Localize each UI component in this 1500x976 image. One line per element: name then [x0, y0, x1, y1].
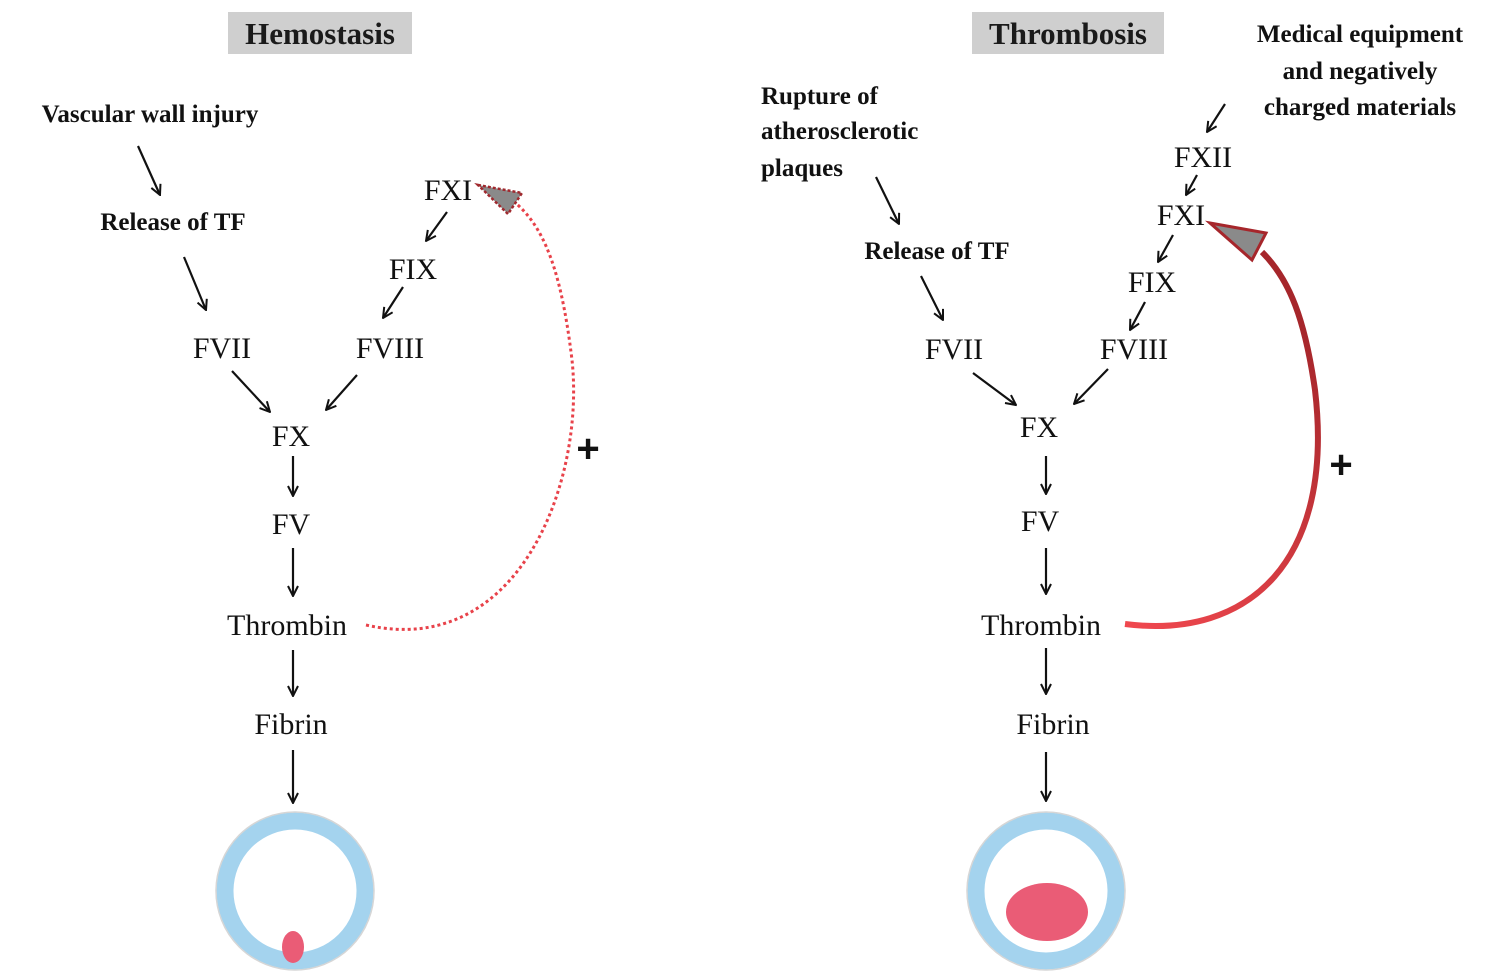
arrow-fix-to-fviii	[1130, 301, 1146, 330]
fxi-node: FXI	[424, 174, 472, 207]
arrow-fvii-to-fx	[231, 370, 270, 412]
thrombin-feedback-solid-arrow	[1124, 249, 1321, 629]
hemostasis-title: Hemostasis	[245, 16, 395, 51]
medical-equipment-label-line3: charged materials	[1264, 94, 1457, 121]
fviii-node: FVIII	[1100, 333, 1168, 366]
plaque-rupture-label-line3: plaques	[761, 155, 843, 182]
vascular-wall-injury-label: Vascular wall injury	[42, 101, 259, 128]
release-of-tf-label: Release of TF	[864, 238, 1009, 265]
hemostasis-title-background	[228, 12, 412, 54]
small-clot	[282, 931, 304, 963]
positive-feedback-plus: +	[1329, 443, 1352, 487]
thrombosis-title: Thrombosis	[989, 16, 1147, 51]
arrow-fix-to-fviii	[383, 286, 404, 318]
vessel-cross-section-small-clot	[215, 811, 375, 971]
vessel-wall	[967, 812, 1125, 970]
positive-feedback-plus: +	[576, 427, 599, 471]
thrombosis-panel: Thrombosis Rupture of atherosclerotic pl…	[761, 12, 1464, 971]
arrow-tf-to-fvii	[920, 275, 943, 320]
arrow-tf-to-fvii	[182, 256, 206, 310]
feedback-arrowhead	[474, 183, 525, 216]
thrombin-feedback-dotted-arrow	[365, 190, 576, 631]
arrow-equipment-to-fxii	[1207, 103, 1226, 132]
vessel-cross-section-large-clot	[966, 811, 1126, 971]
fvii-node: FVII	[193, 332, 251, 365]
plaque-rupture-label-line1: Rupture of	[761, 83, 879, 110]
fx-node: FX	[272, 420, 311, 453]
arrow-fxi-to-fix	[426, 211, 448, 241]
fxii-node: FXII	[1174, 141, 1232, 174]
release-of-tf-label: Release of TF	[100, 209, 245, 236]
fix-node: FIX	[1128, 266, 1177, 299]
vessel-outline	[966, 811, 1126, 971]
arrow-injury-to-tf	[136, 145, 160, 195]
thrombosis-title-background	[972, 12, 1164, 54]
thrombin-node: Thrombin	[227, 609, 347, 642]
fviii-node: FVIII	[356, 332, 424, 365]
vessel-outline	[215, 811, 375, 971]
arrow-plaque-to-tf	[875, 176, 899, 224]
fibrin-node: Fibrin	[254, 708, 327, 741]
thrombin-node: Thrombin	[981, 609, 1101, 642]
medical-equipment-label-line1: Medical equipment	[1257, 21, 1464, 48]
fv-node: FV	[1021, 505, 1060, 538]
arrow-fviii-to-fx	[326, 374, 358, 410]
hemostasis-panel: Hemostasis Vascular wall injury Release …	[42, 12, 600, 971]
plaque-rupture-label-line2: atherosclerotic	[761, 118, 918, 145]
fv-node: FV	[272, 508, 311, 541]
arrow-fxi-to-fix	[1158, 234, 1174, 262]
fx-node: FX	[1020, 411, 1059, 444]
arrow-fvii-to-fx	[972, 372, 1016, 405]
fxi-node: FXI	[1157, 199, 1205, 232]
fvii-node: FVII	[925, 333, 983, 366]
large-clot	[1006, 883, 1088, 941]
feedback-arrowhead	[1204, 220, 1269, 263]
arrow-fxii-to-fxi	[1186, 174, 1198, 195]
medical-equipment-label-line2: and negatively	[1283, 58, 1438, 85]
fix-node: FIX	[389, 253, 438, 286]
fibrin-node: Fibrin	[1016, 708, 1089, 741]
arrow-fviii-to-fx	[1074, 368, 1109, 404]
